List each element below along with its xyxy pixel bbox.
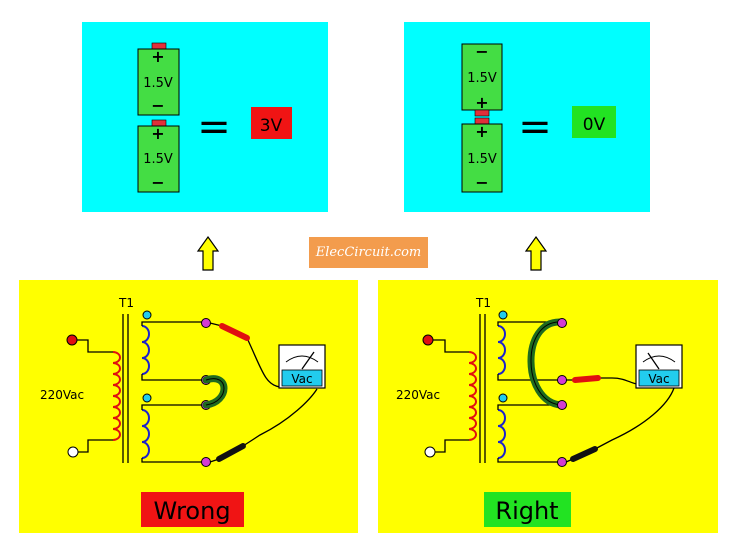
battery-voltage-label: 1.5V bbox=[143, 152, 173, 167]
battery-voltage-label: 1.5V bbox=[143, 76, 173, 91]
meter-label: Vac bbox=[648, 372, 669, 386]
primary-input-terminal-top bbox=[422, 334, 434, 346]
battery-plus: + bbox=[475, 93, 488, 112]
phase-dot bbox=[142, 393, 152, 403]
primary-input-terminal-bottom bbox=[67, 446, 79, 458]
node bbox=[557, 318, 567, 328]
right-battery-top: − 1.5V + bbox=[461, 42, 503, 117]
battery-plus: + bbox=[475, 122, 488, 141]
wrong-battery-bottom: + 1.5V − bbox=[137, 119, 180, 193]
phase-dot bbox=[498, 310, 508, 320]
battery-plus: + bbox=[151, 47, 164, 66]
battery-voltage-label: 1.5V bbox=[467, 152, 497, 167]
wrong-verdict-text: Wrong bbox=[153, 497, 230, 525]
input-voltage-label: 220Vac bbox=[396, 388, 440, 402]
battery-minus: − bbox=[151, 173, 164, 192]
right-up-arrow bbox=[524, 235, 548, 271]
right-verdict-box bbox=[484, 492, 571, 527]
meter-probe-black bbox=[570, 446, 598, 462]
battery-plus: + bbox=[151, 124, 164, 143]
transformer-label: T1 bbox=[118, 296, 134, 310]
wrong-transformer: T1 220Vac bbox=[40, 296, 205, 463]
battery-minus: − bbox=[475, 173, 488, 192]
wrong-verdict-box bbox=[141, 492, 244, 527]
meter-label: Vac bbox=[291, 372, 312, 386]
wrong-result-text: 3V bbox=[260, 116, 283, 136]
right-result-text: 0V bbox=[583, 115, 606, 135]
right-transformer: T1 220Vac bbox=[396, 296, 561, 463]
phase-dot bbox=[142, 310, 152, 320]
secondary-coil-1 bbox=[497, 325, 506, 375]
right-equals-sign: = bbox=[518, 104, 552, 150]
right-battery-bottom: + 1.5V − bbox=[461, 117, 503, 193]
right-result-box bbox=[572, 106, 616, 138]
node bbox=[557, 457, 567, 467]
transformer-label: T1 bbox=[475, 296, 491, 310]
wrong-equals-sign: = bbox=[197, 104, 231, 150]
node bbox=[201, 457, 211, 467]
phase-dot bbox=[498, 393, 508, 403]
secondary-coil-1 bbox=[141, 325, 150, 375]
wrong-up-arrow bbox=[196, 235, 220, 271]
primary-input-terminal-bottom bbox=[424, 446, 436, 458]
battery-minus: − bbox=[475, 42, 488, 61]
primary-coil bbox=[112, 351, 121, 441]
wrong-voltmeter: Vac bbox=[278, 344, 326, 389]
right-voltmeter: Vac bbox=[635, 344, 683, 389]
wrong-battery-top: + 1.5V − bbox=[137, 42, 180, 116]
meter-probe-red bbox=[219, 323, 250, 341]
meter-probe-red bbox=[572, 375, 601, 383]
meter-probe-black bbox=[216, 443, 246, 462]
secondary-coil-2 bbox=[497, 409, 506, 459]
battery-minus: − bbox=[151, 96, 164, 115]
node bbox=[557, 375, 567, 385]
wrong-result-box bbox=[251, 107, 292, 139]
node bbox=[201, 318, 211, 328]
right-verdict-text: Right bbox=[495, 497, 558, 525]
battery-voltage-label: 1.5V bbox=[467, 71, 497, 86]
secondary-coil-2 bbox=[141, 409, 150, 459]
watermark-label: ElecCircuit.com bbox=[309, 237, 428, 268]
primary-input-terminal-top bbox=[66, 334, 78, 346]
input-voltage-label: 220Vac bbox=[40, 388, 84, 402]
primary-coil bbox=[468, 351, 477, 441]
node bbox=[557, 400, 567, 410]
